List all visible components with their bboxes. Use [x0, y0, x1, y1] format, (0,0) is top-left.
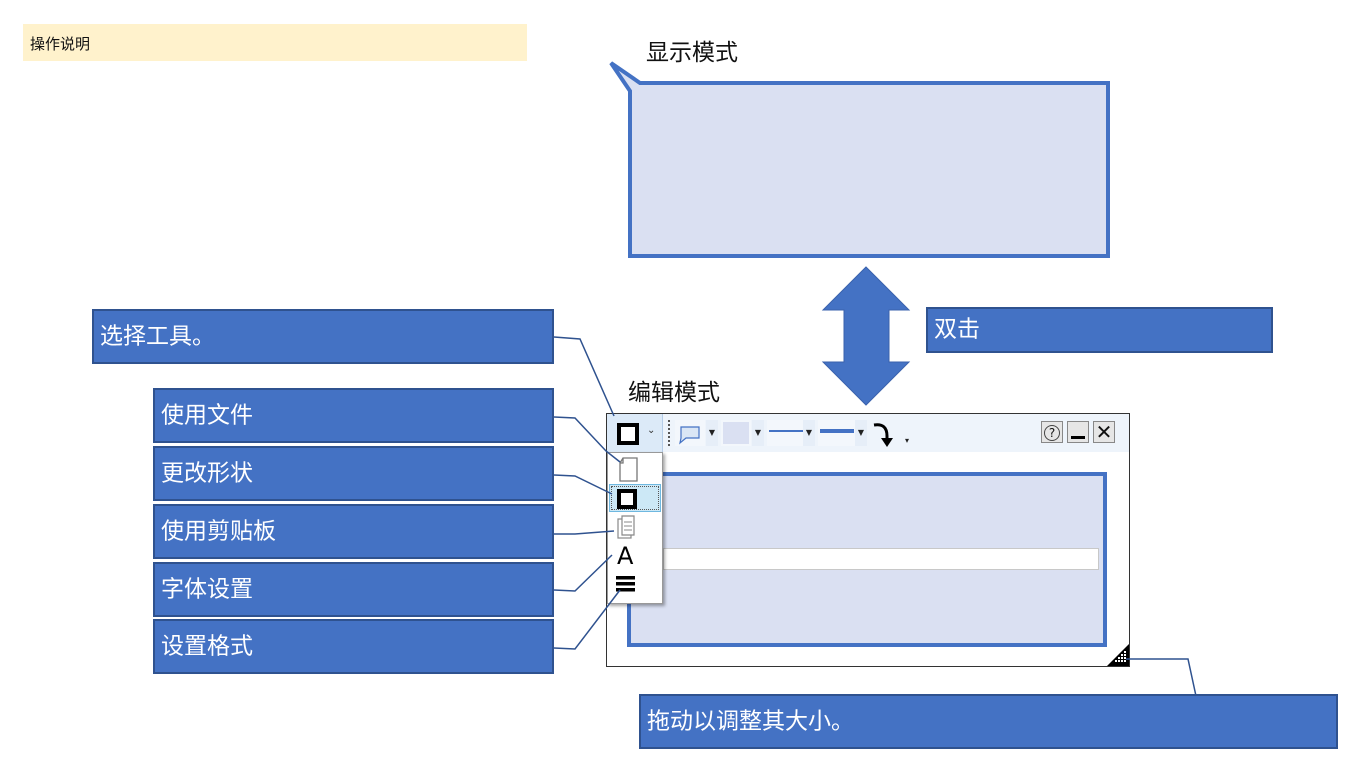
- help-button[interactable]: ?: [1041, 421, 1063, 443]
- callout-shape-dropdown[interactable]: ▼: [706, 420, 718, 446]
- minimize-icon: [1071, 436, 1085, 439]
- minimize-button[interactable]: [1067, 421, 1089, 443]
- menu-item-format[interactable]: [609, 571, 661, 599]
- use-file-label: 使用文件: [161, 402, 253, 428]
- use-clipboard-callout: 使用剪贴板: [153, 504, 554, 559]
- line-color-icon: [769, 430, 803, 432]
- double-click-callout: 双击: [926, 307, 1273, 353]
- display-mode-label: 显示模式: [646, 40, 738, 66]
- menu-item-font[interactable]: A: [609, 542, 661, 570]
- square-outline-icon: [617, 489, 637, 509]
- change-shape-callout: 更改形状: [153, 446, 554, 501]
- line-weight-button[interactable]: [818, 420, 858, 446]
- line-weight-icon: [820, 429, 854, 433]
- clipboard-icon: [617, 515, 635, 539]
- instructions-title: 操作说明: [30, 35, 91, 53]
- double-arrow-icon: [821, 266, 911, 406]
- connector-use-clipboard: [554, 530, 615, 535]
- callout-shape-button[interactable]: [675, 420, 705, 446]
- instructions-header: 操作说明: [23, 24, 527, 61]
- close-icon: ✕: [1095, 420, 1113, 444]
- connector-change-shape: [553, 474, 613, 495]
- tool-selector-button[interactable]: ⌄: [607, 414, 663, 452]
- speech-bubble-icon: [679, 426, 700, 445]
- double-click-label: 双击: [934, 316, 980, 343]
- menu-item-shape[interactable]: [609, 484, 661, 512]
- help-icon: ?: [1044, 425, 1060, 441]
- toolbar-overflow-icon[interactable]: ▾: [905, 436, 910, 445]
- fill-color-button[interactable]: [721, 420, 751, 446]
- font-icon: A: [617, 542, 634, 570]
- square-outline-icon: [617, 423, 639, 445]
- editor-toolbar: ⌄ ▼ ▼ ▼ ▼ ▾ ?: [607, 414, 1129, 452]
- font-settings-callout: 字体设置: [153, 562, 554, 617]
- connector-select-tool: [553, 336, 615, 417]
- document-icon: [619, 457, 638, 482]
- chevron-down-icon[interactable]: ⌄: [647, 425, 656, 436]
- font-settings-label: 字体设置: [161, 576, 253, 602]
- toolbar-grip[interactable]: [668, 420, 670, 446]
- set-format-callout: 设置格式: [153, 619, 554, 674]
- curved-arrow-icon[interactable]: [871, 420, 901, 450]
- resize-callout: 拖动以调整其大小。: [639, 694, 1338, 749]
- line-color-button[interactable]: [767, 420, 807, 446]
- select-tool-callout: 选择工具。: [92, 309, 554, 364]
- editor-window[interactable]: ⌄ ▼ ▼ ▼ ▼ ▾ ?: [606, 413, 1130, 667]
- menu-item-file[interactable]: [609, 455, 661, 483]
- use-clipboard-label: 使用剪贴板: [161, 518, 276, 544]
- connector-font-settings: [553, 554, 613, 592]
- line-weight-dropdown[interactable]: ▼: [855, 420, 867, 446]
- resize-label: 拖动以调整其大小。: [647, 708, 854, 734]
- fill-color-dropdown[interactable]: ▼: [752, 420, 764, 446]
- resize-grip-icon[interactable]: [1107, 644, 1129, 666]
- line-color-dropdown[interactable]: ▼: [803, 420, 815, 446]
- select-tool-label: 选择工具。: [100, 323, 215, 349]
- format-lines-icon: [616, 576, 635, 592]
- tool-menu: A: [607, 452, 663, 604]
- set-format-label: 设置格式: [161, 633, 253, 659]
- change-shape-label: 更改形状: [161, 460, 253, 486]
- connector-resize: [1126, 658, 1197, 697]
- menu-item-clipboard[interactable]: [609, 513, 661, 541]
- shape-text-input[interactable]: [663, 548, 1099, 570]
- fill-swatch-icon: [723, 422, 749, 444]
- use-file-callout: 使用文件: [153, 388, 554, 443]
- close-button[interactable]: ✕: [1093, 421, 1115, 443]
- display-mode-callout: [609, 61, 1110, 258]
- edit-mode-label: 编辑模式: [628, 380, 720, 406]
